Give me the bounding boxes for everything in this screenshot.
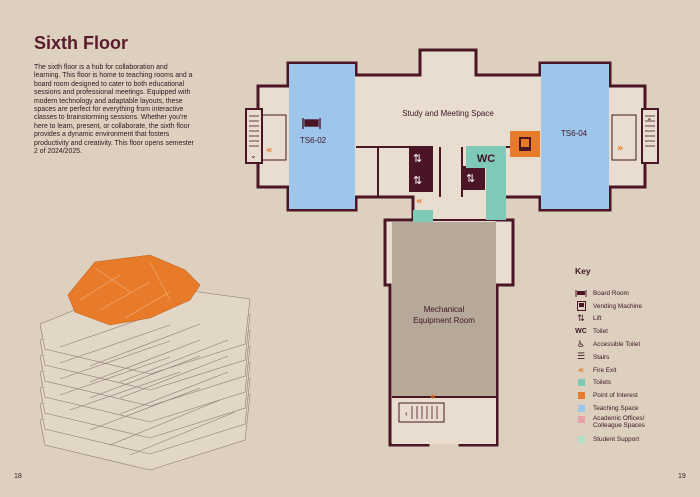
- stairs-direction-icon: ‹: [405, 409, 408, 418]
- lift-icon: ⇅: [466, 172, 475, 185]
- key-label: Student Support: [593, 435, 640, 443]
- lift: [409, 168, 433, 192]
- fire-exit-icon: »: [617, 143, 623, 154]
- room-label-wc: WC: [477, 153, 495, 165]
- floor-plan: ⇅ ⇅ ⇅ ♿ « » « » ‹: [245, 48, 659, 447]
- fire-exit-icon: «: [577, 364, 585, 376]
- toilet-icon: WC: [575, 328, 587, 336]
- fire-exit-icon: »: [427, 393, 438, 399]
- stairs-icon: ☰: [576, 352, 586, 363]
- key-legend: Board Room Vending Machine ⇅ Lift WC Toi…: [573, 287, 693, 446]
- student-support-swatch: [577, 435, 585, 443]
- fire-exit-icon: «: [416, 196, 422, 207]
- key-label: Vending Machine: [593, 302, 643, 310]
- key-label: Accessible Toilet: [593, 341, 641, 349]
- lift-icon: ⇅: [577, 313, 585, 324]
- room-toilets: [486, 166, 506, 220]
- page-number-left: 18: [14, 473, 22, 480]
- key-item: WC Toilet: [573, 325, 693, 338]
- academic-offices-swatch: [577, 416, 585, 424]
- key-item: ♿ Accessible Toilet: [573, 338, 693, 351]
- room-ts6-04: [541, 64, 609, 209]
- key-item: Toilets: [573, 377, 693, 390]
- lift: [409, 146, 433, 170]
- key-label: Board Room: [593, 289, 629, 297]
- vending-machine-icon: [519, 137, 531, 151]
- key-label: Lift: [593, 315, 602, 323]
- accessible-toilet-icon: ♿: [576, 339, 586, 350]
- key-item: « Fire Exit: [573, 364, 693, 377]
- toilets-swatch: [577, 379, 585, 387]
- key-item: Student Support: [573, 433, 693, 446]
- key-label: Teaching Space: [593, 405, 639, 413]
- room-label-ts6-02: TS6-02: [300, 136, 327, 145]
- key-label: Point of Interest: [593, 392, 638, 400]
- key-label: Fire Exit: [593, 366, 617, 374]
- key-label: Toilets: [593, 379, 612, 387]
- key-item: Point of Interest: [573, 389, 693, 402]
- room-label-mechanical-2: Equipment Room: [413, 316, 475, 325]
- vending-machine-icon: [573, 301, 589, 312]
- key-title: Key: [575, 266, 591, 276]
- room-label-ts6-04: TS6-04: [561, 129, 588, 138]
- svg-text:⌄: ⌄: [250, 151, 257, 160]
- room-mechanical: [392, 222, 496, 409]
- isometric-floor-stack: [39, 254, 251, 471]
- key-item: Board Room: [573, 287, 693, 300]
- lift-icon: ⇅: [413, 152, 422, 165]
- room-ts6-02: [289, 64, 355, 209]
- intro-text: The sixth floor is a hub for collaborati…: [34, 64, 194, 156]
- key-label: Academic Offices/ Colleague Spaces: [593, 414, 645, 430]
- room-label-study: Study and Meeting Space: [402, 109, 494, 118]
- board-room-icon: [573, 288, 589, 298]
- stairs-bottom: [398, 402, 445, 423]
- room-wc: [466, 146, 506, 168]
- iso-sixth-floor-highlight: [67, 254, 201, 326]
- fire-exit-icon: «: [266, 145, 272, 156]
- key-item: Academic Offices/ Colleague Spaces: [573, 415, 693, 433]
- key-item: Vending Machine: [573, 300, 693, 313]
- key-label: Stairs: [593, 353, 610, 361]
- lift-icon: ⇅: [413, 174, 422, 187]
- key-label: Toilet: [593, 328, 608, 336]
- svg-text:⌃: ⌃: [646, 117, 653, 126]
- point-of-interest-swatch: [577, 392, 585, 400]
- key-item: Teaching Space: [573, 402, 693, 415]
- key-item: ☰ Stairs: [573, 351, 693, 364]
- teaching-space-swatch: [577, 405, 585, 413]
- page-title: Sixth Floor: [34, 33, 128, 53]
- board-room-icon: [302, 118, 321, 129]
- lift: [463, 166, 485, 190]
- page-number-right: 19: [678, 473, 686, 480]
- room-label-mechanical-1: Mechanical: [424, 305, 465, 314]
- key-item: ⇅ Lift: [573, 313, 693, 326]
